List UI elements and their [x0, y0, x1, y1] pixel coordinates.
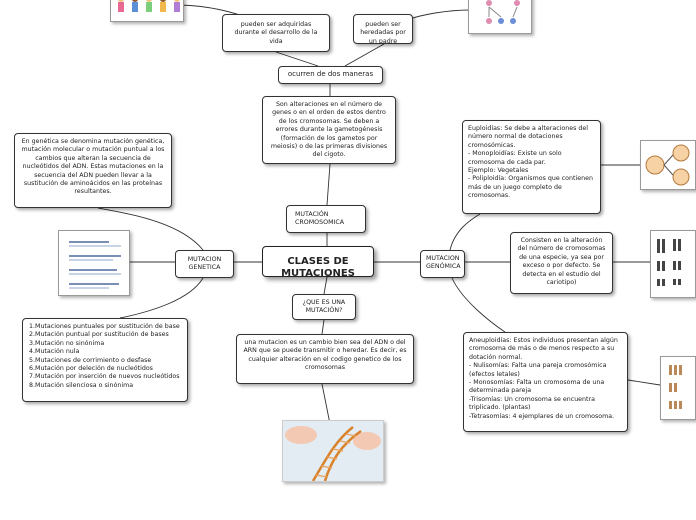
mutacion-cromosomica-node[interactable]: MUTACIÓN CROMOSOMICA [286, 205, 366, 233]
que-es-mutacion-node[interactable]: ¿QUE ES UNA MUTACIÓN? [292, 294, 356, 320]
aneuploidy-chromosomes-image [660, 356, 696, 420]
mutacion-genetica-types-list[interactable]: 1.Mutaciones puntuales por sustitución d… [22, 318, 188, 402]
aneuploidias-node[interactable]: Aneuploidías: Estos individuos presentan… [463, 332, 628, 432]
ocurren-dos-maneras-node[interactable]: ocurren de dos maneras [278, 66, 383, 84]
mutacion-genetica-definition[interactable]: En genética se denomina mutación genétic… [14, 133, 172, 208]
meiosis-cells-image [640, 140, 696, 190]
dna-hands-image [282, 420, 384, 482]
mutacion-cromosomica-definition[interactable]: Son alteraciones en el número de genes o… [262, 96, 396, 164]
mutacion-genomica-definition[interactable]: Consisten en la alteración del número de… [510, 232, 613, 294]
dna-sequence-image [58, 230, 130, 296]
que-es-mutacion-definition[interactable]: una mutacion es un cambio bien sea del A… [236, 334, 414, 384]
mutacion-genetica-node[interactable]: MUTACION GENETICA [175, 250, 234, 278]
euploidias-node[interactable]: Euploidías: Se debe a alteraciones del n… [462, 120, 601, 214]
karyotype-image [650, 230, 696, 298]
family-tree-image [468, 0, 532, 34]
mutacion-genomica-node[interactable]: MUTACION GENÓMICA [420, 250, 465, 278]
adquiridas-node[interactable]: pueden ser adquiridas durante el desarro… [222, 14, 330, 52]
central-topic[interactable]: CLASES DE MUTACIONES [262, 246, 374, 277]
family-figures-image [110, 0, 184, 22]
heredadas-node[interactable]: pueden ser heredadas por un padre [353, 14, 413, 44]
